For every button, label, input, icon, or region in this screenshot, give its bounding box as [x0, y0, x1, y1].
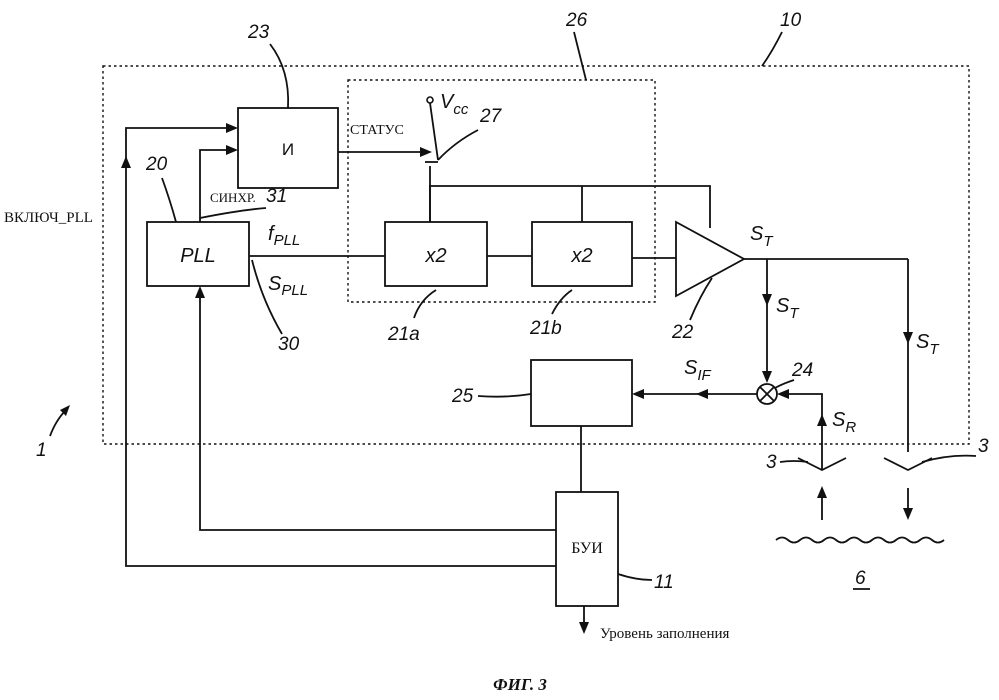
ref-11: 11	[654, 572, 674, 593]
transmit-antenna	[884, 458, 932, 470]
switch-blade	[430, 103, 438, 160]
ref-30: 30	[278, 334, 300, 355]
st-branch-mid-arrow	[762, 294, 772, 306]
f-pll-label: fPLL	[268, 223, 300, 249]
sif-arrow-mid	[696, 389, 708, 399]
leader-27	[438, 130, 478, 160]
vcc-terminal	[427, 97, 433, 103]
sr-line	[787, 394, 822, 455]
multiplier-21a-label: x2	[424, 245, 446, 267]
control-unit-label: БУИ	[571, 540, 603, 557]
outgoing-wave-arrow	[903, 508, 913, 520]
enable-label: ВКЛЮЧ_PLL	[4, 210, 93, 226]
leader-26	[574, 32, 586, 80]
enable-line	[126, 128, 556, 566]
ref-3-right: 3	[978, 436, 989, 457]
status-arrow	[420, 147, 432, 157]
status-label: СТАТУС	[350, 123, 404, 138]
sync-line	[200, 150, 228, 222]
sr-label: SR	[832, 409, 856, 436]
incoming-wave-arrow	[817, 486, 827, 498]
st-branch-mixer-arrow	[762, 371, 772, 383]
enable-arrow-up	[121, 156, 131, 168]
sync-label: СИНХР.	[210, 190, 256, 205]
leader-21a	[414, 290, 436, 318]
st-label-top: ST	[750, 223, 774, 250]
and-gate-label: И	[282, 140, 294, 159]
vcc-label: Vcc	[440, 91, 469, 118]
ref-23: 23	[247, 22, 270, 43]
st-label-antenna: ST	[916, 331, 940, 358]
st-label-mixer: ST	[776, 295, 800, 322]
leader-1	[50, 410, 66, 436]
enable-arrow-gate	[226, 123, 238, 133]
fill-level-arrow	[579, 622, 589, 634]
st-branch-antenna-arrow	[903, 332, 913, 344]
sr-up-arrow	[817, 414, 827, 426]
figure-caption: ФИГ. 3	[493, 675, 547, 694]
leader-10	[762, 32, 782, 66]
fill-level-label: Уровень заполнения	[600, 626, 730, 642]
ref-1: 1	[36, 440, 47, 461]
control-arrow	[195, 286, 205, 298]
sync-arrow	[226, 145, 238, 155]
multiplier-21b-label: x2	[570, 245, 592, 267]
ref-3-left: 3	[766, 452, 777, 473]
leader-3-left	[780, 461, 808, 462]
sif-label: SIF	[684, 357, 712, 384]
s-pll-label: SPLL	[268, 273, 308, 299]
liquid-surface	[776, 538, 944, 543]
ref-27: 27	[479, 106, 503, 127]
ref-25: 25	[451, 386, 474, 407]
amplifier-22	[676, 222, 744, 296]
ref-10: 10	[780, 10, 802, 31]
ref-22: 22	[671, 322, 694, 343]
ref-21a: 21a	[387, 324, 420, 345]
ref-24: 24	[791, 360, 813, 381]
ref-6: 6	[855, 568, 866, 589]
leader-31	[200, 208, 266, 218]
ref-31: 31	[266, 186, 287, 207]
ref-20: 20	[145, 154, 168, 175]
sr-line-arrow	[777, 389, 789, 399]
leader-11	[618, 574, 652, 580]
pll-label: PLL	[180, 245, 216, 267]
signal-processing-block-25	[531, 360, 632, 426]
ref-26: 26	[565, 10, 588, 31]
leader-20	[162, 178, 176, 222]
control-line	[200, 296, 556, 530]
ref-21b: 21b	[529, 318, 562, 339]
leader-30	[252, 260, 282, 334]
leader-25	[478, 394, 531, 397]
leader-23	[270, 44, 288, 108]
sif-arrow-block	[632, 389, 644, 399]
leader-24	[775, 380, 794, 388]
